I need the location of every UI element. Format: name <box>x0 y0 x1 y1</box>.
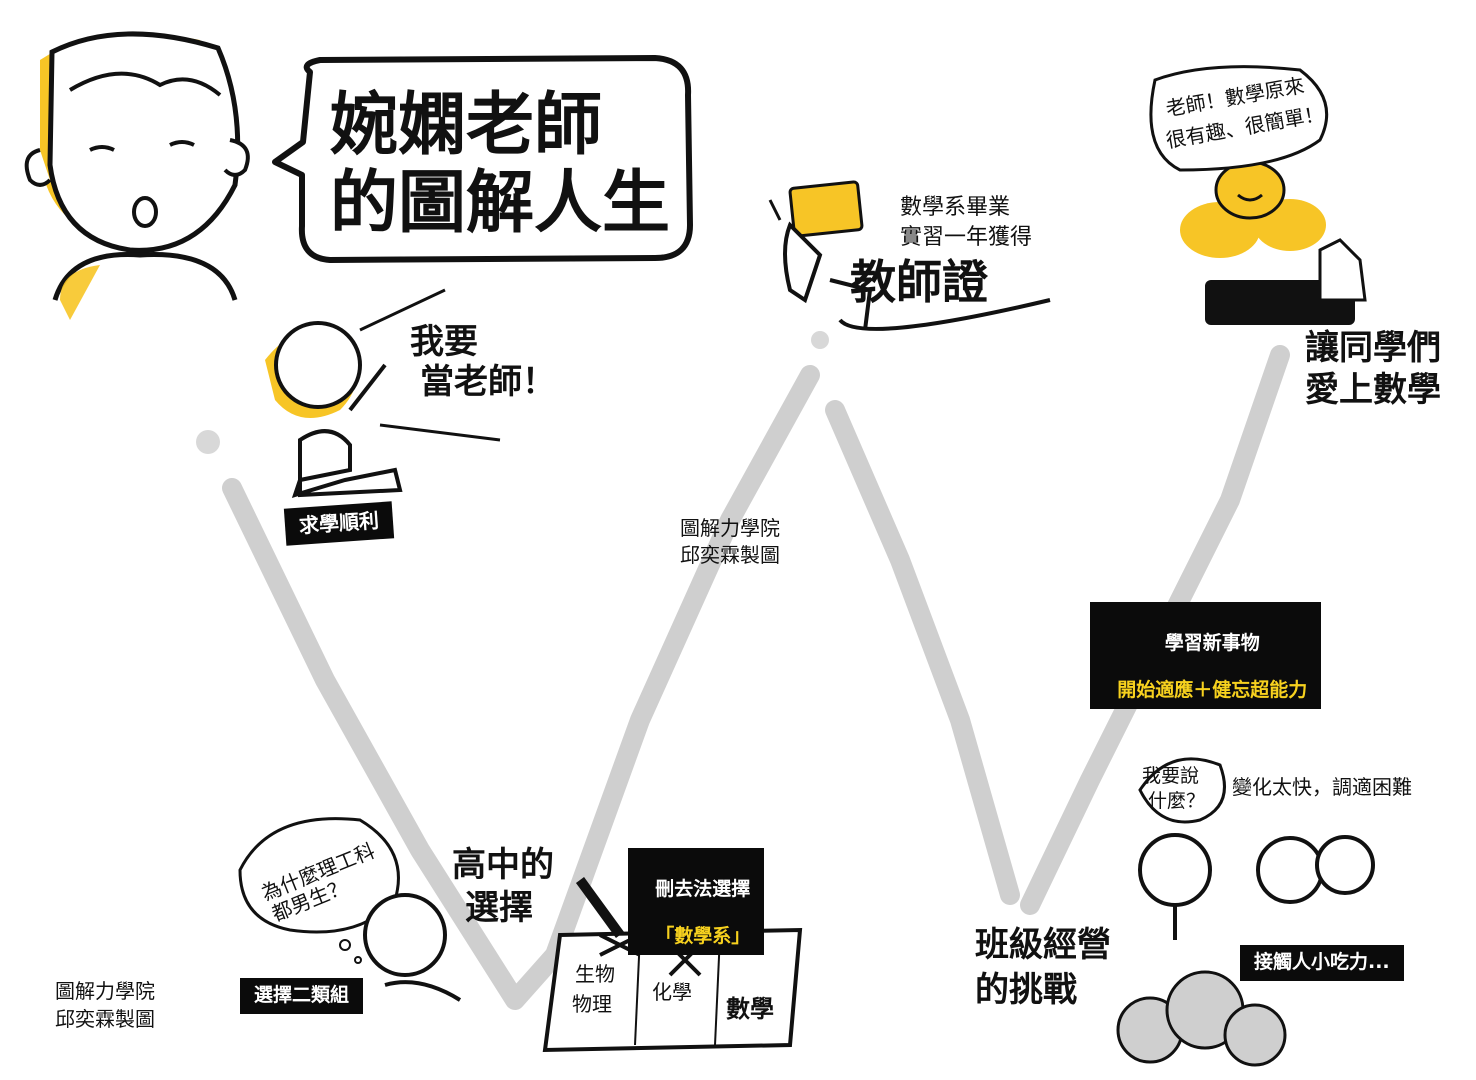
certificate-line3: 教師證 <box>850 255 988 309</box>
high-school-line1: 高中的 <box>452 845 554 885</box>
diagram-title-line1: 婉嫻老師 <box>330 86 603 165</box>
teacher-portrait <box>24 31 250 320</box>
what-to-say-line1: 我要說 <box>1142 765 1200 787</box>
credit-center-line2: 邱奕霖製圖 <box>680 543 780 567</box>
elimination-line1: 刪去法選擇 <box>655 877 751 900</box>
students-group <box>1149 65 1367 325</box>
credit-bottom-line1: 圖解力學院 <box>55 979 155 1003</box>
certificate-hand <box>768 180 1051 331</box>
thought-bubble-why <box>238 817 462 1002</box>
love-math-line2: 愛上數學 <box>1305 370 1441 410</box>
classroom-figures <box>1116 757 1375 1067</box>
credit-center-line1: 圖解力學院 <box>680 516 780 540</box>
elimination-line2: 「數學系」 <box>655 925 751 948</box>
learn-new-line2: 開始適應＋健忘超能力 <box>1117 679 1308 702</box>
diagram-title-line2: 的圖解人生 <box>330 164 671 243</box>
credit-bottom-line2: 邱奕霖製圖 <box>55 1007 155 1031</box>
certificate-line2: 實習一年獲得 <box>900 225 1033 250</box>
paper-option-chemistry: 化學 <box>652 980 692 1004</box>
want-teacher-line2: 當老師！ <box>420 362 556 402</box>
change-fast-text: 變化太快，調適困難 <box>1232 775 1412 799</box>
choose-group-label: 選擇二類組 <box>240 978 364 1014</box>
what-to-say-line2: 什麼？ <box>1148 790 1206 812</box>
choice-paper <box>542 877 803 1053</box>
paper-option-physics: 物理 <box>572 992 612 1016</box>
paper-option-math: 數學 <box>726 995 774 1023</box>
learn-new-line1: 學習新事物 <box>1164 631 1260 654</box>
title-bubble <box>272 55 693 263</box>
life-path <box>196 331 1290 1010</box>
class-challenge-line2: 的挑戰 <box>975 970 1077 1010</box>
paper-option-biology: 生物 <box>575 962 615 986</box>
contact-people-label: 接觸人小吃力... <box>1240 945 1404 981</box>
elimination-label: 刪去法選擇 「數學系」 <box>628 848 765 955</box>
class-challenge-line1: 班級經營 <box>975 925 1111 965</box>
want-teacher-line1: 我要 <box>410 322 478 362</box>
love-math-line1: 讓同學們 <box>1305 328 1441 368</box>
student-cheer-figure <box>265 288 501 499</box>
learn-new-label: 學習新事物 開始適應＋健忘超能力 <box>1090 602 1322 709</box>
study-smooth-label: 求學順利 <box>283 501 395 546</box>
certificate-line1: 數學系畢業 <box>900 195 1011 220</box>
high-school-line2: 選擇 <box>465 888 533 928</box>
